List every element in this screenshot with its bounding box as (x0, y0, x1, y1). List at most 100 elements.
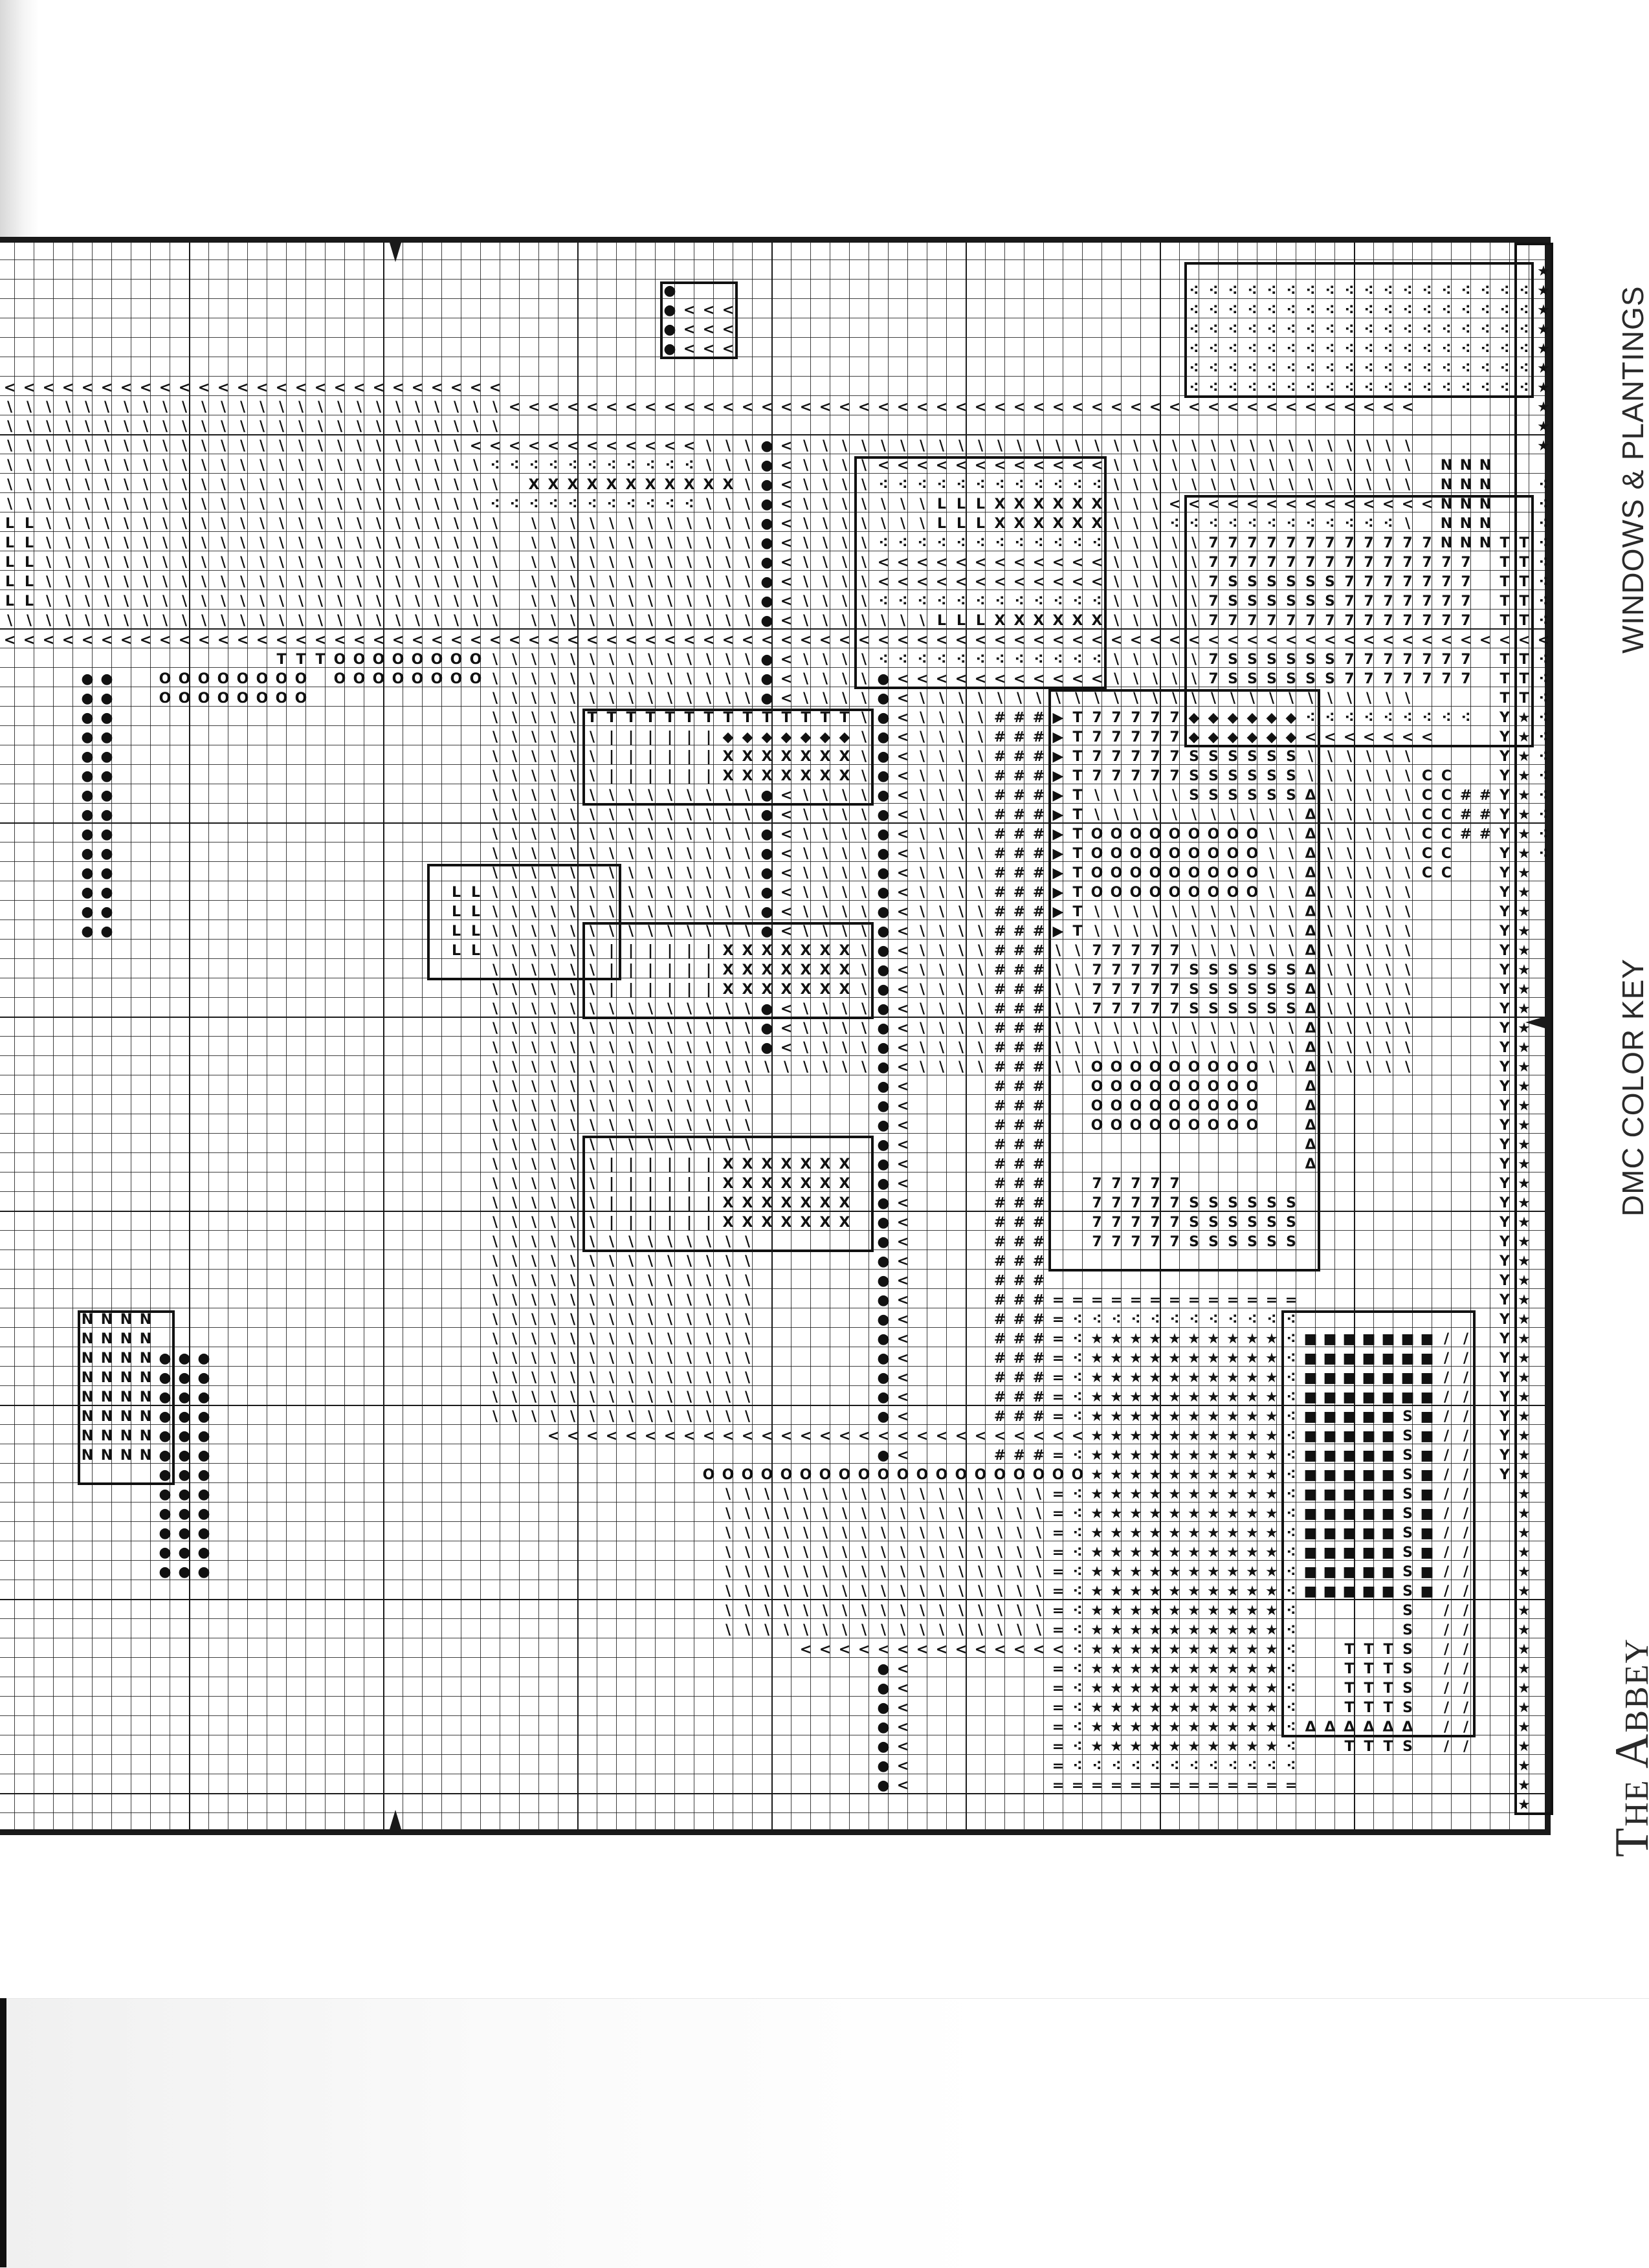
c-stitch-icon: C (1437, 767, 1456, 786)
backslash-stitch-icon: \ (582, 534, 602, 553)
less-than-stitch-icon: < (777, 1000, 796, 1019)
backslash-stitch-icon: \ (272, 573, 291, 592)
less-than-stitch-icon: < (233, 379, 252, 398)
seven-stitch-icon: 7 (1262, 534, 1281, 553)
filled-dot-stitch-icon: ● (97, 709, 116, 728)
less-than-stitch-icon: < (1417, 631, 1437, 650)
seven-stitch-icon: 7 (1340, 650, 1359, 670)
circle-stitch-icon: O (1087, 844, 1107, 864)
dots-stitch-icon: ⁖ (1398, 320, 1417, 340)
backslash-stitch-icon: \ (913, 980, 932, 1000)
backslash-stitch-icon: \ (505, 1019, 524, 1039)
bar-stitch-icon: | (641, 1194, 660, 1213)
less-than-stitch-icon: < (1010, 670, 1029, 689)
backslash-stitch-icon: \ (136, 534, 155, 553)
backslash-stitch-icon: \ (835, 650, 854, 670)
star-stitch-icon: ★ (1107, 1679, 1126, 1699)
dots-stitch-icon: ⁖ (485, 495, 505, 514)
backslash-stitch-icon: \ (582, 1407, 602, 1427)
t-stitch-icon: T (815, 709, 835, 728)
backslash-stitch-icon: \ (913, 922, 932, 941)
bar-stitch-icon: | (602, 1213, 621, 1233)
backslash-stitch-icon: \ (544, 786, 563, 806)
s-stitch-icon: S (1223, 980, 1243, 1000)
c-stitch-icon: C (1437, 864, 1456, 883)
square-stitch-icon: ■ (1378, 1427, 1398, 1446)
backslash-stitch-icon: \ (835, 806, 854, 825)
less-than-stitch-icon: < (1320, 728, 1340, 747)
backslash-stitch-icon: \ (582, 670, 602, 689)
dots-stitch-icon: ⁖ (1068, 1640, 1087, 1660)
hash-stitch-icon: # (990, 1000, 1010, 1019)
dots-stitch-icon: ⁖ (1437, 709, 1456, 728)
backslash-stitch-icon: \ (854, 1019, 874, 1039)
dots-stitch-icon: ⁖ (1010, 476, 1029, 495)
t-stitch-icon: T (1495, 670, 1514, 689)
backslash-stitch-icon: \ (466, 476, 485, 495)
backslash-stitch-icon: \ (388, 611, 408, 631)
backslash-stitch-icon: \ (1378, 825, 1398, 844)
x-stitch-icon: X (777, 747, 796, 767)
backslash-stitch-icon: \ (757, 1563, 777, 1582)
backslash-stitch-icon: \ (874, 1485, 893, 1504)
less-than-stitch-icon: < (951, 1427, 971, 1446)
backslash-stitch-icon: \ (835, 1039, 854, 1058)
star-stitch-icon: ★ (1534, 417, 1553, 437)
square-stitch-icon: ■ (1398, 1369, 1417, 1388)
backslash-stitch-icon: \ (932, 825, 951, 844)
backslash-stitch-icon: \ (369, 573, 388, 592)
star-stitch-icon: ★ (1184, 1369, 1204, 1388)
seven-stitch-icon: 7 (1204, 573, 1223, 592)
dots-stitch-icon: ⁖ (1534, 495, 1553, 514)
circle-stitch-icon: O (1184, 825, 1204, 844)
circle-stitch-icon: O (1223, 1116, 1243, 1136)
dots-stitch-icon: ⁖ (1281, 1524, 1301, 1543)
filled-dot-stitch-icon: ● (97, 922, 116, 941)
backslash-stitch-icon: \ (699, 592, 718, 611)
x-stitch-icon: X (796, 1174, 815, 1194)
c-stitch-icon: C (1437, 806, 1456, 825)
equals-stitch-icon: = (1048, 1699, 1068, 1718)
filled-dot-stitch-icon: ● (194, 1485, 214, 1504)
backslash-stitch-icon: \ (291, 611, 311, 631)
less-than-stitch-icon: < (913, 1640, 932, 1660)
l-stitch-icon: L (0, 592, 19, 611)
slash-stitch-icon: / (1437, 1660, 1456, 1679)
less-than-stitch-icon: < (854, 398, 874, 417)
t-stitch-icon: T (1514, 611, 1534, 631)
backslash-stitch-icon: \ (738, 1485, 757, 1504)
less-than-stitch-icon: < (932, 1427, 951, 1446)
delta-stitch-icon: Δ (1301, 1000, 1320, 1019)
bar-stitch-icon: | (602, 961, 621, 980)
backslash-stitch-icon: \ (330, 476, 349, 495)
backslash-stitch-icon: \ (1165, 456, 1184, 476)
backslash-stitch-icon: \ (660, 611, 680, 631)
n-stitch-icon: N (1437, 534, 1456, 553)
backslash-stitch-icon: \ (738, 1097, 757, 1116)
l-stitch-icon: L (19, 534, 39, 553)
hash-stitch-icon: # (1010, 1194, 1029, 1213)
backslash-stitch-icon: \ (1165, 903, 1184, 922)
filled-dot-stitch-icon: ● (97, 806, 116, 825)
backslash-stitch-icon: \ (58, 592, 78, 611)
l-stitch-icon: L (0, 573, 19, 592)
circle-stitch-icon: O (1126, 1097, 1145, 1116)
square-stitch-icon: ■ (1320, 1485, 1340, 1504)
less-than-stitch-icon: < (854, 1640, 874, 1660)
backslash-stitch-icon: \ (369, 611, 388, 631)
seven-stitch-icon: 7 (1126, 728, 1145, 747)
backslash-stitch-icon: \ (621, 592, 641, 611)
x-stitch-icon: X (582, 476, 602, 495)
less-than-stitch-icon: < (582, 631, 602, 650)
square-stitch-icon: ■ (1378, 1466, 1398, 1485)
circle-stitch-icon: O (1184, 1116, 1204, 1136)
bar-stitch-icon: | (621, 961, 641, 980)
slash-stitch-icon: / (1437, 1349, 1456, 1369)
square-stitch-icon: ■ (1359, 1427, 1378, 1446)
star-stitch-icon: ★ (1243, 1679, 1262, 1699)
slash-stitch-icon: / (1456, 1504, 1476, 1524)
backslash-stitch-icon: \ (97, 456, 116, 476)
less-than-stitch-icon: < (136, 379, 155, 398)
star-stitch-icon: ★ (1243, 1504, 1262, 1524)
less-than-stitch-icon: < (1068, 1427, 1087, 1446)
